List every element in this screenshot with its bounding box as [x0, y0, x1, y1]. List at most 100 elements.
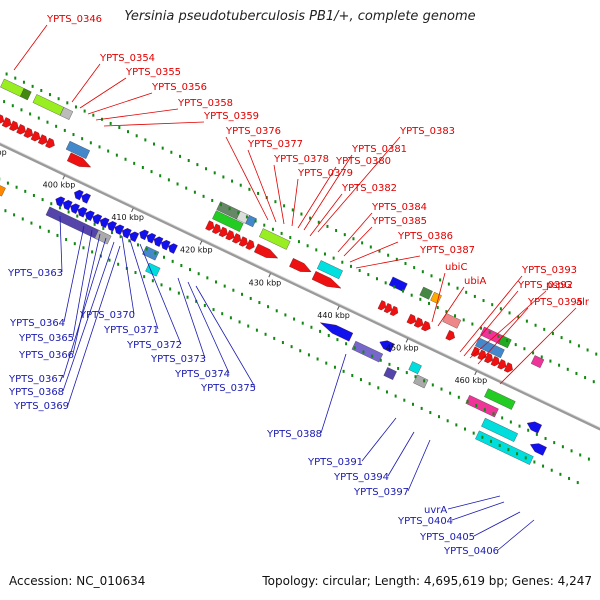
track-dot — [517, 315, 520, 319]
forward-leader-line — [87, 92, 153, 115]
track-dot — [297, 240, 300, 244]
reverse-cds-arrow — [92, 214, 103, 225]
gene-block — [481, 417, 518, 442]
track-dot — [93, 222, 96, 226]
track-dot — [568, 476, 571, 480]
track-dot — [196, 163, 199, 167]
track-dot — [560, 336, 563, 340]
gene-block — [442, 313, 462, 329]
track-dot — [241, 292, 244, 296]
reverse-cds-arrow — [81, 193, 91, 204]
track-dot — [30, 221, 33, 225]
forward-leader-line — [297, 166, 337, 229]
reverse-cds-arrow — [526, 421, 542, 434]
track-dot — [160, 283, 163, 287]
track-dot — [215, 280, 218, 284]
reverse-gene-label: YPTS_0367 — [8, 374, 64, 385]
forward-gene-label: YPTS_0346 — [46, 14, 102, 25]
kbp-tick — [336, 305, 340, 310]
track-dot — [342, 369, 345, 373]
kbp-tick — [405, 338, 409, 343]
forward-leader-line — [225, 136, 269, 221]
reverse-leader-line — [62, 241, 115, 392]
track-dot — [219, 203, 222, 207]
track-dot — [413, 266, 416, 270]
reverse-leader-line — [59, 215, 63, 273]
track-dot — [445, 310, 448, 314]
track-dot — [15, 185, 18, 189]
kbp-label: 390 kbp — [0, 148, 7, 157]
forward-gene-label: ubiA — [464, 276, 486, 287]
forward-gene-label: ubiC — [445, 262, 467, 273]
track-dot — [440, 387, 443, 391]
reverse-gene-label: YPTS_0388 — [266, 429, 322, 440]
track-dot — [37, 116, 40, 120]
reverse-leader-line — [473, 511, 521, 537]
track-dot — [299, 349, 302, 353]
track-dot — [449, 391, 452, 395]
track-dot — [351, 373, 354, 377]
reverse-cds-arrow — [122, 228, 132, 239]
forward-leader-line — [431, 272, 446, 323]
forward-cds-arrow — [238, 236, 248, 247]
forward-leader-line — [469, 290, 547, 359]
track-dot — [436, 306, 439, 310]
forward-gene-label: YPTS_0379 — [297, 168, 353, 179]
track-dot — [169, 287, 172, 291]
track-dot — [411, 402, 414, 406]
forward-gene-label: alr — [576, 297, 590, 308]
reverse-leader-line — [72, 233, 101, 355]
track-dot — [523, 347, 526, 351]
forward-leader-line — [79, 77, 127, 109]
track-dot — [361, 241, 364, 245]
forward-leader-line — [309, 193, 343, 237]
forward-cds-arrow — [413, 317, 424, 328]
track-dot — [203, 303, 206, 307]
reverse-cds-arrow — [139, 229, 149, 241]
track-dot — [11, 104, 14, 108]
forward-cds-arrow — [245, 239, 255, 250]
accession-text: Accession: NC_010634 — [9, 574, 146, 588]
reverse-gene-label: YPTS_0364 — [9, 318, 65, 329]
track-dot — [127, 130, 130, 134]
reverse-gene-label: YPTS_0374 — [174, 369, 230, 380]
track-dot — [508, 311, 511, 315]
reverse-cds-arrow — [70, 203, 80, 214]
reverse-cds-arrow — [379, 340, 395, 353]
track-dot — [575, 371, 578, 375]
forward-gene-label: YPTS_0377 — [247, 139, 303, 150]
track-dot — [249, 296, 252, 300]
track-dot — [171, 259, 174, 263]
track-dot — [507, 448, 510, 452]
track-dot — [566, 367, 569, 371]
track-dot — [482, 299, 485, 303]
track-dot — [22, 80, 25, 84]
forward-leader-line — [291, 178, 299, 227]
reverse-gene-label: YPTS_0369 — [13, 401, 69, 412]
track-dot — [368, 382, 371, 386]
track-dot — [586, 348, 589, 352]
track-dot — [465, 290, 468, 294]
backbone-line — [0, 115, 600, 444]
track-dot — [569, 340, 572, 344]
reverse-leader-line — [320, 353, 347, 434]
forward-gene-label: pspG — [546, 280, 572, 291]
track-dot — [151, 279, 154, 283]
reverse-gene-label: YPTS_0373 — [150, 354, 206, 365]
track-dot — [535, 432, 538, 436]
reverse-leader-line — [139, 243, 182, 345]
gene-block — [94, 229, 112, 245]
gene-block — [351, 340, 384, 363]
reverse-gene-label: YPTS_0366 — [18, 350, 74, 361]
track-dot — [524, 456, 527, 460]
track-dot — [257, 191, 260, 195]
gene-block — [383, 367, 397, 380]
track-dot — [480, 326, 483, 330]
track-dot — [473, 294, 476, 298]
track-dot — [327, 334, 330, 338]
forward-cds-arrow — [38, 134, 48, 145]
track-dot — [161, 146, 164, 150]
forward-cds-arrow — [23, 127, 34, 138]
forward-leader-line — [247, 149, 277, 223]
